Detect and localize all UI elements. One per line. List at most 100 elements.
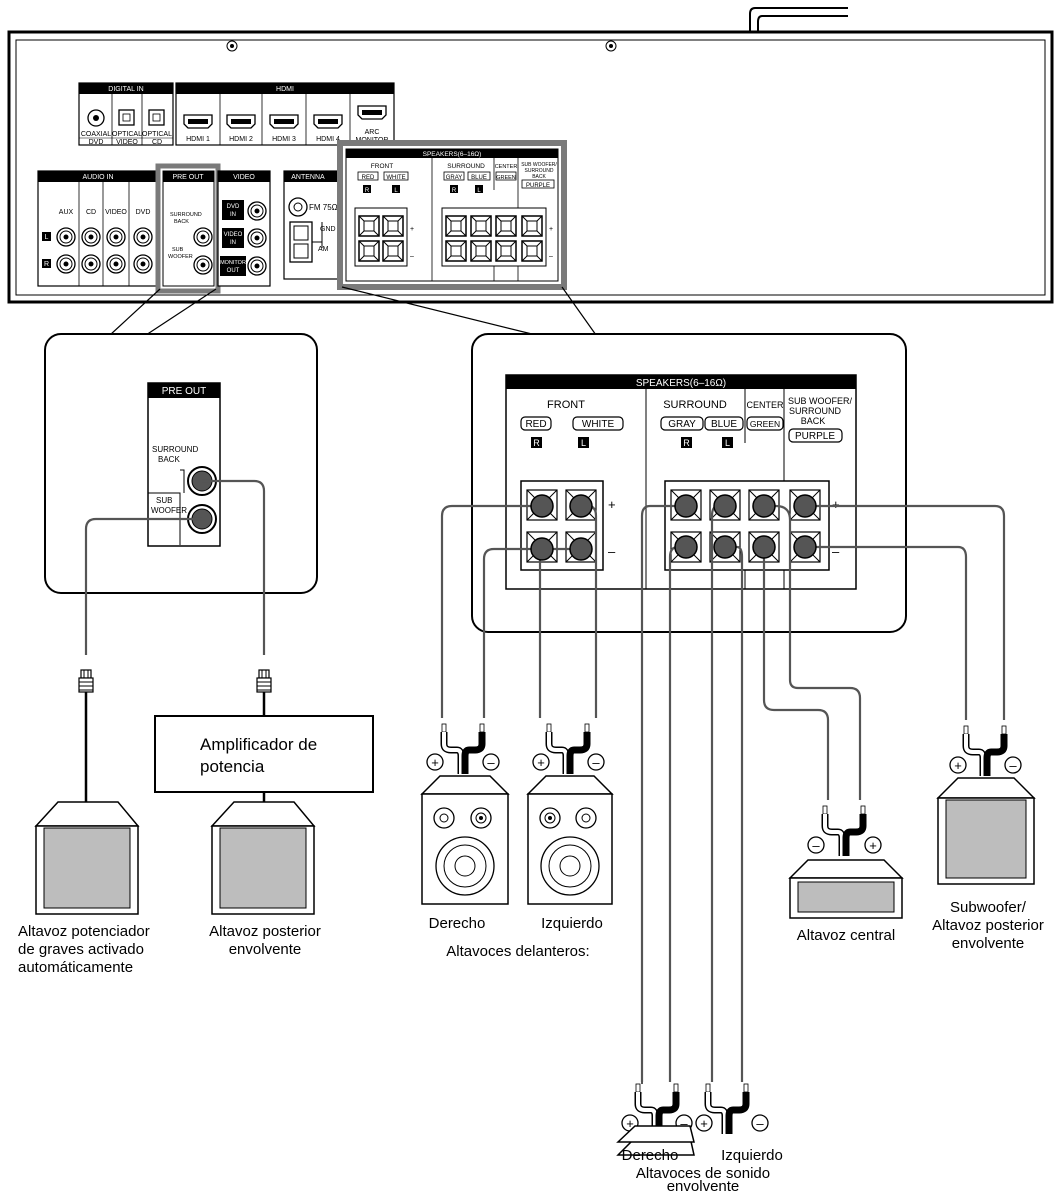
hdmi-4-label: HDMI 4 [316, 136, 340, 143]
rca-jack-icon[interactable] [56, 254, 76, 274]
minus-symbol: – [812, 838, 820, 853]
rca-jack-icon[interactable] [81, 227, 101, 247]
plus-label: + [832, 497, 840, 512]
video-section: VIDEO DVD IN VIDEO IN MONITOR OUT [217, 170, 271, 287]
front-left-speaker-icon [526, 775, 614, 905]
front-label: FRONT [371, 163, 393, 170]
surround-label: SURROUND [789, 406, 842, 416]
right-label: R [683, 438, 690, 448]
surround-back-label: SURROUND [152, 445, 198, 454]
pre-out-zoom-title: PRE OUT [162, 386, 206, 397]
dvd-label: DVD [89, 139, 104, 146]
rca-jack-icon[interactable] [56, 227, 76, 247]
green-tag: GREEN [750, 419, 780, 429]
speaker-terminal-icon[interactable] [470, 240, 492, 262]
rca-jack-icon[interactable] [193, 227, 213, 247]
hdmi-port-icon[interactable] [183, 114, 213, 129]
speaker-terminal-icon[interactable] [521, 215, 543, 237]
pre-out-title: PRE OUT [172, 174, 204, 181]
subwoofer-auto-caption-line2: de graves activado [18, 941, 144, 958]
center-caption: Altavoz central [797, 927, 895, 944]
speaker-terminal-icon[interactable] [382, 215, 404, 237]
rca-jack-icon[interactable] [247, 201, 267, 221]
rca-plug-icon [256, 669, 272, 693]
center-label: CENTER [495, 164, 518, 170]
subwoofer-label: SUB WOOFER/ [521, 162, 557, 168]
subwoofer-auto-caption: Altavoz potenciador [18, 923, 150, 940]
surround-back-speaker-icon [210, 801, 316, 915]
speaker-terminal-icon[interactable] [445, 215, 467, 237]
rca-jack-icon[interactable] [106, 227, 126, 247]
minus-symbol: – [756, 1116, 764, 1131]
back-label: BACK [174, 219, 189, 225]
purple-tag: PURPLE [795, 431, 835, 442]
speaker-terminal-icon[interactable] [521, 240, 543, 262]
optical-label: OPTICAL [142, 131, 172, 138]
hdmi-port-icon[interactable] [226, 114, 256, 129]
plus-symbol: + [954, 758, 962, 773]
right-channel-label: R [44, 261, 49, 268]
sub-surround-back-caption-line2: Altavoz posterior [932, 917, 1044, 934]
minus-label: – [549, 253, 553, 260]
surround-label: SURROUND [663, 399, 727, 411]
speaker-terminal-icon[interactable] [495, 240, 517, 262]
video-in-label: VIDEO [224, 232, 243, 238]
speaker-terminal-icon[interactable] [445, 240, 467, 262]
hdmi-2-label: HDMI 2 [229, 136, 253, 143]
speaker-terminal-icon[interactable] [358, 215, 380, 237]
speaker-terminal-icon[interactable] [358, 240, 380, 262]
white-tag: WHITE [386, 175, 405, 181]
rca-jack-icon[interactable] [247, 228, 267, 248]
plus-symbol: + [537, 755, 545, 770]
surround-speakers-caption-line2: envolvente [667, 1178, 740, 1191]
rca-jack-icon[interactable] [106, 254, 126, 274]
digital-in-section: DIGITAL IN COAXIAL OPTICAL OPTICAL DVD V… [78, 82, 174, 146]
gray-tag: GRAY [668, 419, 696, 430]
wire-pair-icon [964, 726, 1006, 776]
video-label: VIDEO [105, 209, 127, 216]
speaker-terminal-icon[interactable] [495, 215, 517, 237]
left-label: L [477, 188, 481, 194]
woofer-label: WOOFER [168, 254, 193, 260]
minus-label: – [410, 253, 414, 260]
antenna-title: ANTENNA [291, 174, 325, 181]
subwoofer-auto-caption-line3: automáticamente [18, 959, 133, 976]
surround-back-caption: Altavoz posterior [209, 923, 321, 940]
subwoofer-speaker-icon [34, 801, 140, 915]
monitor-out-label: MONITOR [220, 260, 246, 266]
right-label: R [365, 188, 370, 194]
hdmi-section: HDMI HDMI 1 HDMI 2 HDMI 3 HDMI 4 ARC MON… [175, 82, 395, 146]
dvd-in-label: DVD [227, 204, 240, 210]
speakers-section: SPEAKERS(6–16Ω) FRONT SURROUND CENTER SU… [337, 140, 567, 290]
hdmi-port-icon[interactable] [269, 114, 299, 129]
sub-surround-back-caption-line3: envolvente [952, 935, 1025, 952]
hdmi-port-icon[interactable] [313, 114, 343, 129]
hdmi-port-icon[interactable] [357, 105, 387, 120]
gray-tag: GRAY [446, 175, 463, 181]
wire-pair-icon [547, 724, 589, 774]
pre-out-zoom-callout: PRE OUT SURROUND BACK SUB WOOFER [44, 333, 318, 594]
rca-jack-icon[interactable] [133, 254, 153, 274]
speaker-terminal-icon[interactable] [470, 215, 492, 237]
rca-jack-icon[interactable] [247, 256, 267, 276]
aux-label: AUX [59, 209, 74, 216]
front-right-speaker-icon [420, 775, 510, 905]
back-label: BACK [801, 416, 826, 426]
wire-pair-icon [706, 1084, 748, 1134]
minus-symbol: – [1009, 758, 1017, 773]
speaker-terminal-icon[interactable] [382, 240, 404, 262]
digital-in-title: DIGITAL IN [108, 86, 143, 93]
front-label: FRONT [547, 399, 585, 411]
plus-symbol: + [626, 1116, 634, 1131]
polarity-symbols: + – + – [426, 753, 605, 771]
subwoofer-label: SUB WOOFER/ [788, 396, 853, 406]
audio-in-section: AUDIO IN AUX CD VIDEO DVD L R [37, 170, 159, 287]
audio-in-title: AUDIO IN [82, 174, 113, 181]
amplifier-label-line2: potencia [200, 757, 265, 776]
surround-left-caption: Izquierdo [721, 1147, 783, 1164]
rca-jack-icon[interactable] [193, 255, 213, 275]
antenna-section: ANTENNA FM 75Ω GND AM [283, 170, 341, 280]
rca-jack-icon[interactable] [81, 254, 101, 274]
rca-jack-icon[interactable] [133, 227, 153, 247]
